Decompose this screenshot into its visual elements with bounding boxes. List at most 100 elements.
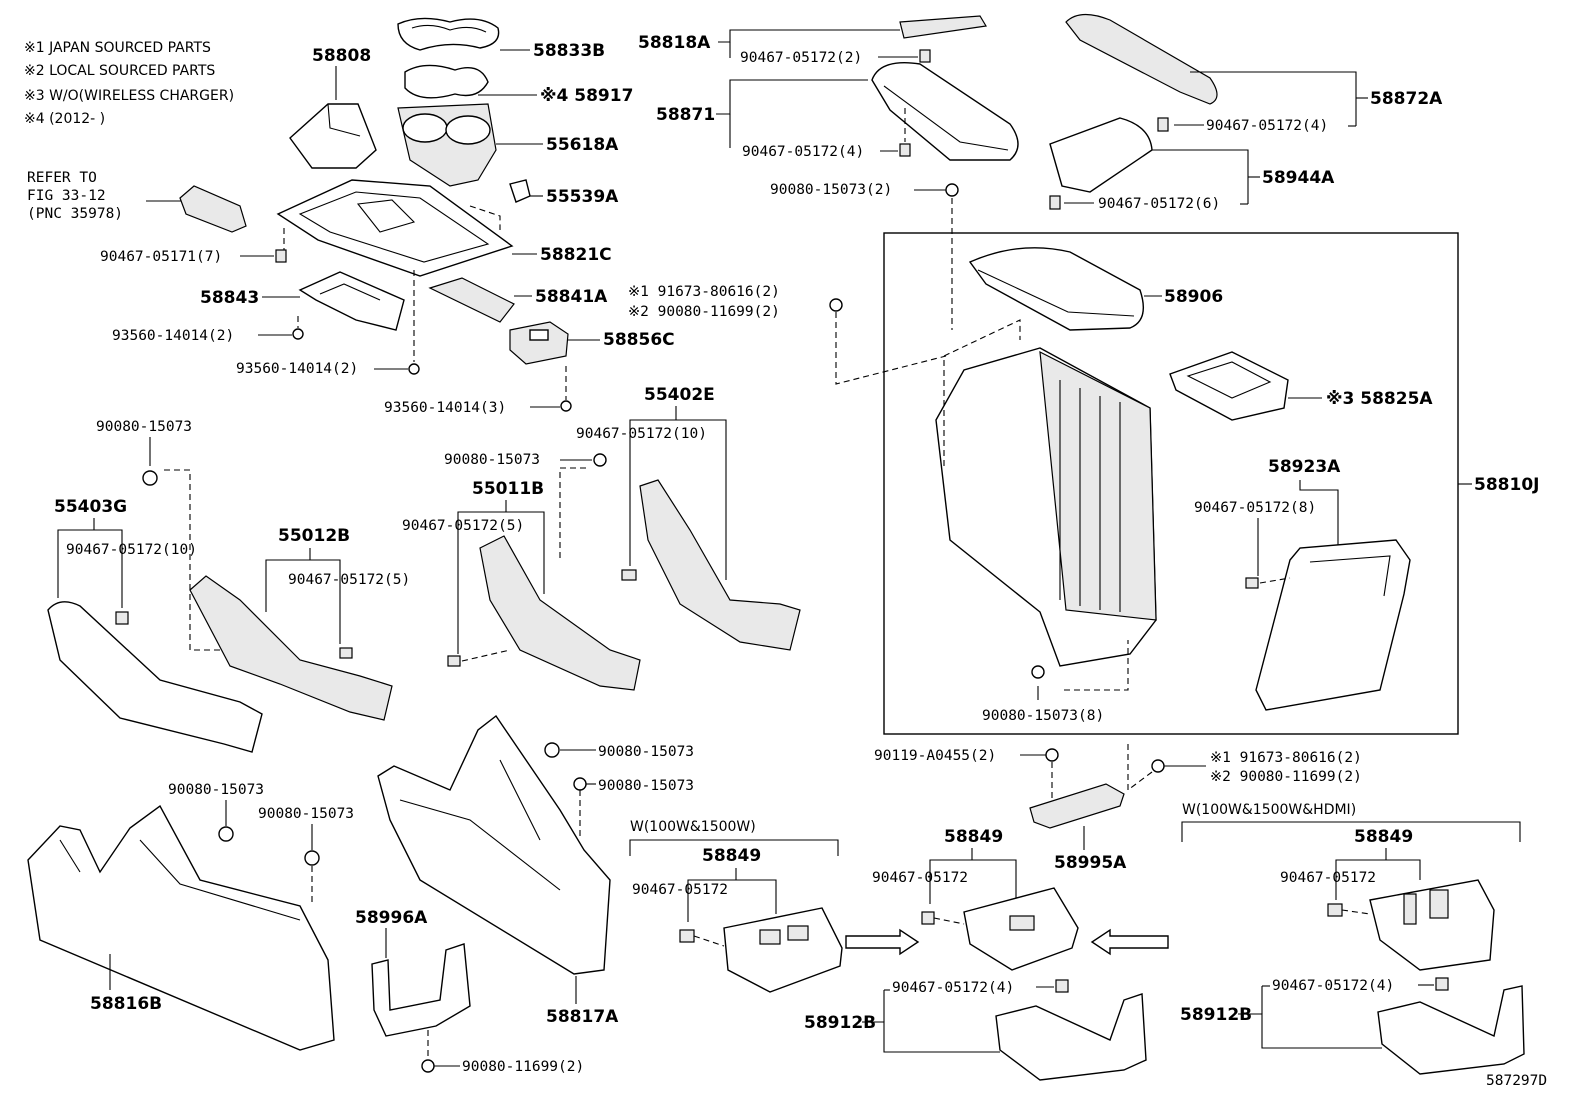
part-panel-55402E (639, 479, 801, 651)
bolt-icon (945, 183, 959, 197)
part-cover-58912B-a (995, 993, 1147, 1081)
note-4: ※4 (2012- ) (24, 111, 105, 127)
part-switch-58856C (509, 321, 569, 365)
label-90080-c4: 90080-15073 (598, 778, 694, 794)
part-tray-58841A (428, 277, 515, 323)
label-90080-2: 90080-15073(2) (770, 182, 892, 198)
clip-icon (1049, 195, 1061, 210)
note-2: ※2 LOCAL SOURCED PARTS (24, 63, 215, 79)
label-90080-mid: 90080-15073 (444, 452, 540, 468)
label-90080-8: 90080-15073(8) (982, 708, 1104, 724)
part-armrest-lid-58871 (871, 62, 1019, 161)
label-58996A: 58996A (355, 908, 428, 928)
part-console-side-58817A (377, 714, 611, 975)
part-mat (397, 17, 500, 51)
label-90467-8: 90467-05172(8) (1194, 500, 1316, 516)
part-shift-boot (289, 103, 377, 169)
label-58841A: 58841A (535, 287, 608, 307)
label-90080-c2: 90080-15073 (258, 806, 354, 822)
bolt-icon (593, 453, 607, 467)
label-91673-b: ※1 91673-80616(2) (1210, 750, 1362, 766)
part-bracket-58996A (371, 943, 471, 1037)
label-58849-b: 58849 (944, 827, 1003, 847)
label-90080-c3: 90080-15073 (598, 744, 694, 760)
bolt-icon (1045, 748, 1059, 762)
label-58871: 58871 (656, 105, 715, 125)
refer-line-2: FIG 33-12 (27, 188, 106, 204)
part-refer-switch (179, 185, 247, 233)
part-bracket-58818A (899, 15, 987, 39)
label-90119: 90119-A0455(2) (874, 748, 996, 764)
label-w1: W(100W&1500W) (630, 819, 756, 835)
label-90080-top: 90080-15073 (96, 419, 192, 435)
label-91673-a: ※1 91673-80616(2) (628, 284, 780, 300)
refer-note: REFER TO FIG 33-12 (PNC 35978) (27, 170, 188, 222)
label-90467-2a: 90467-05172(2) (740, 50, 862, 66)
label-58912B-b: 58912B (1180, 1005, 1252, 1025)
part-lid-58944A (1049, 117, 1153, 193)
label-58906: 58906 (1164, 287, 1223, 307)
note-3: ※3 W/O(WIRELESS CHARGER) (24, 88, 234, 104)
label-90467-10b: 90467-05172(10) (576, 426, 707, 442)
label-58843: 58843 (200, 288, 259, 308)
part-trim-55403G (47, 601, 263, 753)
label-90467-4b: 90467-05172(4) (1206, 118, 1328, 134)
label-58849-c: 58849 (1354, 827, 1413, 847)
bolt-icon (829, 298, 843, 312)
screw-icon (408, 363, 420, 375)
label-55402E: 55402E (644, 385, 715, 405)
label-58995A: 58995A (1054, 853, 1127, 873)
label-58923A: 58923A (1268, 457, 1341, 477)
label-58817A: 58817A (546, 1007, 619, 1027)
clip-icon (679, 929, 695, 943)
clip-icon (1435, 977, 1449, 991)
label-55618A: 55618A (546, 135, 619, 155)
label-58917: ※4 58917 (540, 86, 633, 106)
part-rail-58872A (1065, 13, 1218, 105)
arrow-right (845, 928, 920, 956)
label-58944A: 58944A (1262, 168, 1335, 188)
clip-icon (1245, 577, 1259, 589)
part-console-box (935, 347, 1157, 667)
clip-icon (921, 911, 935, 925)
label-58825A: ※3 58825A (1326, 389, 1433, 409)
label-90467-a: 90467-05172 (632, 882, 728, 898)
label-93560-a: 93560-14014(2) (112, 328, 234, 344)
label-58810J: 58810J (1474, 475, 1539, 495)
part-outlet-a (723, 907, 843, 993)
clip-icon (1327, 903, 1343, 917)
bolt-icon (304, 850, 320, 866)
part-panel-55011B (479, 535, 641, 691)
label-90080-c1: 90080-15073 (168, 782, 264, 798)
bolt-icon (573, 777, 587, 791)
label-55403G: 55403G (54, 497, 127, 517)
label-58818A: 58818A (638, 33, 711, 53)
clip-icon (1055, 979, 1069, 993)
bolt-icon (544, 742, 560, 758)
clip-icon (621, 569, 637, 581)
label-90467-05171: 90467-05171(7) (100, 249, 222, 265)
screw-icon (421, 1059, 435, 1073)
screw-icon (560, 400, 572, 412)
label-90080-11699-c: ※2 90080-11699(2) (1210, 769, 1362, 785)
label-58856C: 58856C (603, 330, 675, 350)
bolt-icon (142, 470, 158, 486)
label-90467-4d: 90467-05172(4) (1272, 978, 1394, 994)
part-cover-58912B-b (1377, 985, 1525, 1075)
refer-line-3: (PNC 35978) (27, 206, 123, 222)
label-90467-c: 90467-05172 (1280, 870, 1376, 886)
clip-icon (275, 249, 287, 263)
label-93560-c: 93560-14014(3) (384, 400, 506, 416)
clip-icon (919, 49, 931, 63)
arrow-left (1090, 928, 1169, 956)
label-90467-4c: 90467-05172(4) (892, 980, 1014, 996)
screw-icon (292, 328, 304, 340)
label-90467-5a: 90467-05172(5) (288, 572, 410, 588)
figure-number: 587297D (1486, 1073, 1547, 1089)
label-90467-5b: 90467-05172(5) (402, 518, 524, 534)
part-clip-55539A (509, 179, 531, 203)
label-55539A: 55539A (546, 187, 619, 207)
part-outlet-c (1369, 879, 1495, 971)
clip-icon (899, 143, 911, 157)
